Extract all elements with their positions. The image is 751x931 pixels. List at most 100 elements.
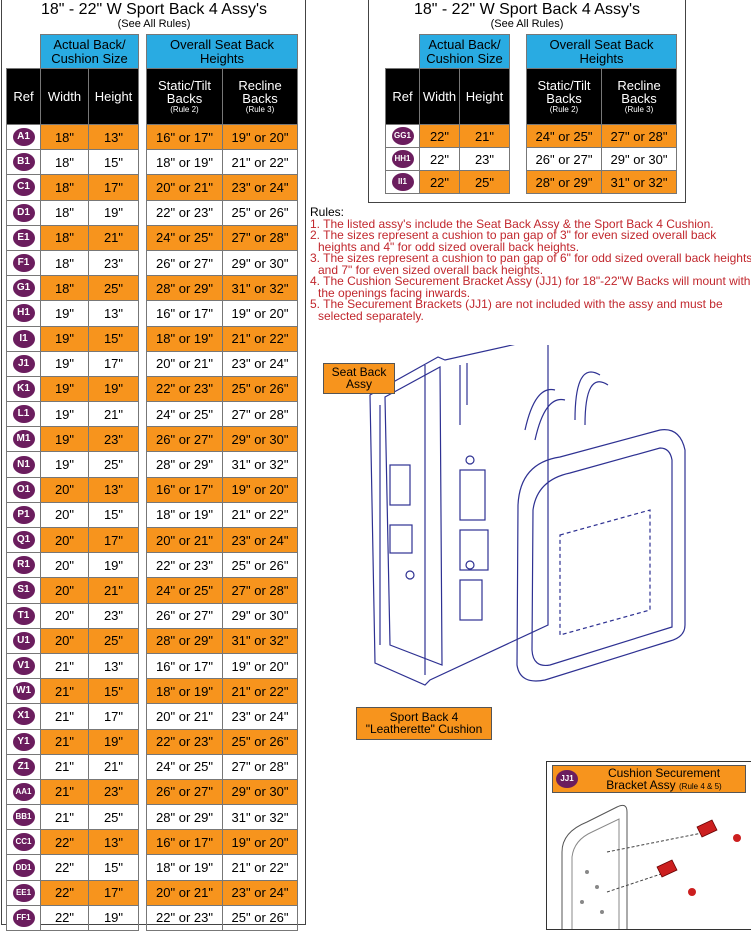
ref-badge: L1 xyxy=(12,405,35,424)
width-cell: 21" xyxy=(40,728,89,755)
recline-cell: 21" or 22" xyxy=(221,501,299,529)
static-cell: 26" or 27" xyxy=(146,602,223,629)
recline-label: Recline Backs xyxy=(238,78,282,106)
recline-cell: 29" or 30" xyxy=(221,778,299,806)
col-header-static: Static/Tilt Backs(Rule 2) xyxy=(146,68,223,125)
static-cell: 16" or 17" xyxy=(146,652,223,680)
static-cell: 20" or 21" xyxy=(146,350,223,377)
static-cell: 16" or 17" xyxy=(146,476,223,503)
ref-cell: U1 xyxy=(6,627,41,654)
gap-cell xyxy=(509,34,527,69)
right-table-panel: 18" - 22" W Sport Back 4 Assy's (See All… xyxy=(368,0,686,203)
ref-badge: HH1 xyxy=(391,150,414,168)
recline-cell: 23" or 24" xyxy=(221,526,299,554)
group-header-actual: Actual Back/ Cushion Size xyxy=(40,34,139,69)
recline-cell: 23" or 24" xyxy=(221,350,299,377)
recline-cell: 25" or 26" xyxy=(221,199,299,226)
recline-cell: 27" or 28" xyxy=(221,224,299,251)
gap-cell xyxy=(138,829,147,855)
width-cell: 18" xyxy=(40,275,89,302)
col-header-height: Height xyxy=(459,68,510,125)
gap-cell xyxy=(138,880,147,906)
static-cell: 26" or 27" xyxy=(146,778,223,806)
ref-badge: II1 xyxy=(391,173,414,191)
ref-cell: X1 xyxy=(6,703,41,730)
gap-cell xyxy=(138,804,147,830)
height-cell: 21" xyxy=(88,224,139,251)
blank-corner xyxy=(386,35,420,69)
jj1-title-line1: Cushion Securement xyxy=(607,766,721,780)
gap-cell xyxy=(138,502,147,528)
ref-cell: P1 xyxy=(6,501,41,529)
height-cell: 19" xyxy=(88,375,139,403)
ref-cell: K1 xyxy=(6,375,41,403)
rule-item: 3. The sizes represent a cushion to pan … xyxy=(310,251,751,277)
right-table-frame xyxy=(368,0,686,203)
gap-cell xyxy=(509,170,527,194)
static-cell: 18" or 19" xyxy=(146,149,223,176)
static-cell: 22" or 23" xyxy=(146,552,223,579)
height-cell: 13" xyxy=(88,300,139,327)
height-cell: 13" xyxy=(88,123,139,151)
jj1-badge: JJ1 xyxy=(556,770,578,788)
group-header-overall: Overall Seat Back Heights xyxy=(525,34,678,69)
ref-badge: A1 xyxy=(12,128,35,147)
width-cell: 22" xyxy=(419,170,460,194)
jj1-title: Cushion Securement Bracket Assy (Rule 4 … xyxy=(583,767,745,793)
width-cell: 20" xyxy=(40,476,89,503)
gap-cell xyxy=(138,477,147,503)
ref-badge: E1 xyxy=(12,228,35,247)
seat-back-label: Seat Back Assy xyxy=(323,363,395,394)
recline-cell: 19" or 20" xyxy=(221,652,299,680)
recline-cell: 31" or 32" xyxy=(221,627,299,654)
recline-cell: 29" or 30" xyxy=(221,426,299,453)
rules-text: Rules: 1. The listed assy's include the … xyxy=(310,206,751,323)
gap-cell xyxy=(138,653,147,679)
recline-cell: 21" or 22" xyxy=(221,678,299,705)
cushion-label: Sport Back 4 "Leatherette" Cushion xyxy=(356,707,492,740)
width-cell: 19" xyxy=(40,350,89,377)
width-cell: 18" xyxy=(40,224,89,251)
height-cell: 21" xyxy=(88,577,139,604)
rules-list: 1. The listed assy's include the Seat Ba… xyxy=(310,218,751,323)
height-cell: 15" xyxy=(88,325,139,352)
col-header-static: Static/Tilt Backs(Rule 2) xyxy=(526,68,602,125)
gap-cell xyxy=(138,401,147,427)
height-cell: 15" xyxy=(88,678,139,705)
static-cell: 20" or 21" xyxy=(146,879,223,906)
ref-badge: EE1 xyxy=(12,883,35,902)
recline-cell: 31" or 32" xyxy=(221,804,299,831)
width-cell: 22" xyxy=(40,854,89,881)
width-cell: 20" xyxy=(40,501,89,529)
height-cell: 15" xyxy=(88,149,139,176)
width-cell: 20" xyxy=(40,577,89,604)
recline-cell: 19" or 20" xyxy=(221,300,299,327)
recline-note: (Rule 3) xyxy=(624,105,654,114)
ref-badge: H1 xyxy=(12,304,35,323)
static-cell: 16" or 17" xyxy=(146,829,223,856)
gap-cell xyxy=(138,124,147,150)
ref-cell: I1 xyxy=(6,325,41,352)
width-cell: 19" xyxy=(40,451,89,478)
static-label: Static/Tilt Backs xyxy=(537,78,591,106)
ref-cell: G1 xyxy=(6,275,41,302)
ref-badge: K1 xyxy=(12,379,35,398)
static-cell: 22" or 23" xyxy=(146,199,223,226)
ref-badge: Y1 xyxy=(12,732,35,751)
jj1-header: JJ1 Cushion Securement Bracket Assy (Rul… xyxy=(552,765,746,793)
static-cell: 18" or 19" xyxy=(146,501,223,529)
ref-badge: I1 xyxy=(12,329,35,348)
